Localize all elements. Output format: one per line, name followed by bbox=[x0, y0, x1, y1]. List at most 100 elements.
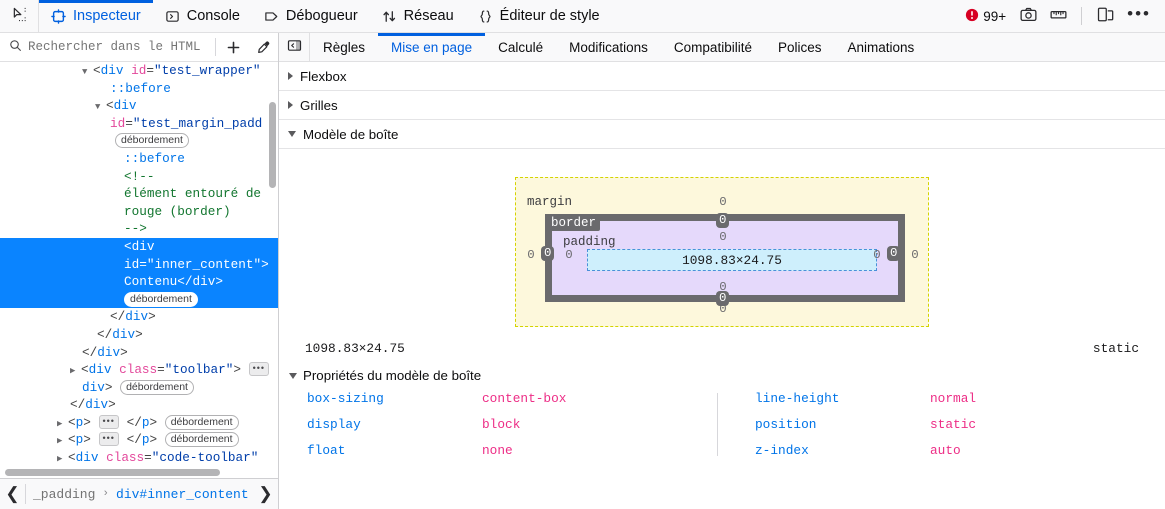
breadcrumb-items: _padding › div#inner_content bbox=[26, 487, 253, 502]
property-name-box-sizing[interactable]: box-sizing bbox=[307, 391, 384, 406]
margin-right-value[interactable]: 0 bbox=[911, 248, 919, 262]
markup-node-toolbar-close-frag[interactable]: div> débordement bbox=[0, 379, 278, 397]
tab-compatibilite[interactable]: Compatibilité bbox=[661, 33, 765, 61]
markup-horizontal-scrollbar[interactable] bbox=[5, 469, 220, 476]
padding-left-value[interactable]: 0 bbox=[565, 248, 573, 262]
property-name-z-index[interactable]: z-index bbox=[755, 443, 809, 458]
breadcrumb-item-padding[interactable]: _padding bbox=[33, 486, 96, 502]
box-model-properties-header[interactable]: Propriétés du modèle de boîte bbox=[279, 356, 1165, 383]
markup-comment-open[interactable]: <!-- bbox=[124, 168, 155, 184]
network-icon bbox=[382, 9, 397, 24]
padding-top-value[interactable]: 0 bbox=[719, 230, 727, 244]
error-count-badge[interactable]: 99+ bbox=[965, 8, 1006, 25]
tab-editeur-de-style[interactable]: Éditeur de style bbox=[466, 0, 612, 32]
accordion-flexbox[interactable]: Flexbox bbox=[279, 62, 1165, 91]
tab-polices[interactable]: Polices bbox=[765, 33, 835, 61]
markup-node-inner-content-text: Contenu</div> bbox=[124, 274, 223, 290]
margin-left-value[interactable]: 0 bbox=[527, 248, 535, 262]
markup-node-before-1[interactable]: ::before bbox=[110, 80, 171, 96]
markup-node-inner-content-open: <div bbox=[124, 238, 155, 254]
search-container[interactable] bbox=[0, 33, 213, 61]
border-bottom-value[interactable]: 0 bbox=[716, 291, 730, 306]
markup-node-test-margin-padding-open[interactable]: ▼<div bbox=[0, 97, 278, 115]
markup-tree[interactable]: ▼<div id="test_wrapper" ::before ▼<div i… bbox=[0, 62, 278, 478]
properties-column-left: box-sizing content-box display block flo… bbox=[279, 391, 717, 458]
tab-modifications[interactable]: Modifications bbox=[556, 33, 661, 61]
ruler-measure-icon bbox=[1050, 6, 1067, 26]
markup-comment-text-1[interactable]: élément entouré de bbox=[124, 186, 262, 202]
tab-debogueur[interactable]: Débogueur bbox=[252, 0, 370, 32]
eyedropper-button[interactable] bbox=[248, 33, 278, 61]
markup-comment-close[interactable]: --> bbox=[124, 221, 147, 237]
responsive-design-mode-button[interactable] bbox=[1091, 3, 1119, 29]
markup-close-div-2[interactable]: </div> bbox=[97, 326, 143, 342]
expand-ellipsis-button[interactable]: ••• bbox=[98, 414, 119, 429]
markup-close-div-1[interactable]: </div> bbox=[110, 309, 156, 325]
tab-animations[interactable]: Animations bbox=[835, 33, 928, 61]
expand-ellipsis-button[interactable]: ••• bbox=[98, 432, 119, 447]
breadcrumb: ❮ _padding › div#inner_content ❯ bbox=[0, 478, 278, 509]
tab-label: Réseau bbox=[403, 8, 454, 24]
collapse-twisty-icon[interactable]: ▶ bbox=[57, 454, 63, 465]
meatball-menu-icon[interactable]: ••• bbox=[1127, 3, 1151, 23]
tab-label: Débogueur bbox=[285, 8, 358, 24]
expand-twisty-icon[interactable]: ▼ bbox=[95, 102, 101, 113]
property-name-display[interactable]: display bbox=[307, 417, 361, 432]
accordion-modele-de-boite[interactable]: Modèle de boîte bbox=[279, 120, 1165, 149]
tab-regles[interactable]: Règles bbox=[310, 33, 378, 61]
box-model-margin-region[interactable]: margin 0 0 0 0 1098.83×24.75 bo bbox=[515, 177, 929, 327]
margin-bottom-value[interactable]: 0 bbox=[719, 302, 727, 316]
tab-reseau[interactable]: Réseau bbox=[370, 0, 466, 32]
tab-console[interactable]: Console bbox=[153, 0, 252, 32]
markup-node-test-margin-padding-attr[interactable]: id="test_margin_padd bbox=[110, 115, 263, 131]
collapse-twisty-icon[interactable]: ▶ bbox=[57, 418, 63, 429]
box-model-padding-region[interactable]: 1098.83×24.75 bbox=[552, 221, 898, 295]
add-new-node-button[interactable] bbox=[218, 33, 248, 61]
expand-ellipsis-button[interactable]: ••• bbox=[248, 362, 270, 377]
toolbar-right-controls: 99+ bbox=[959, 0, 1165, 32]
sidebar-tab-strip: Règles Mise en page Calculé Modification… bbox=[279, 33, 1165, 62]
breadcrumb-back-button[interactable]: ❮ bbox=[5, 484, 20, 503]
collapse-twisty-icon[interactable]: ▶ bbox=[70, 366, 76, 377]
padding-right-value[interactable]: 0 bbox=[873, 248, 881, 262]
box-model-content-region[interactable]: 1098.83×24.75 bbox=[587, 249, 877, 271]
expand-twisty-icon[interactable]: ▼ bbox=[82, 67, 88, 77]
margin-top-value[interactable]: 0 bbox=[719, 195, 727, 209]
markup-close-div-4[interactable]: </div> bbox=[70, 397, 116, 413]
property-name-line-height[interactable]: line-height bbox=[755, 391, 840, 406]
search-input[interactable] bbox=[28, 40, 213, 54]
property-name-float[interactable]: float bbox=[307, 443, 346, 458]
collapse-twisty-icon[interactable]: ▶ bbox=[57, 436, 63, 447]
padding-bottom-value[interactable]: 0 bbox=[719, 280, 727, 294]
markup-node-toolbar[interactable]: ▶<div class="toolbar"> ••• bbox=[0, 361, 278, 379]
border-left-value[interactable]: 0 bbox=[541, 246, 555, 261]
markup-node-before-2[interactable]: ::before bbox=[124, 150, 185, 166]
markup-close-div-3[interactable]: </div> bbox=[82, 344, 128, 360]
property-name-position[interactable]: position bbox=[755, 417, 817, 432]
tab-inspecteur[interactable]: Inspecteur bbox=[39, 0, 153, 32]
toggle-pane-button[interactable] bbox=[279, 33, 310, 61]
element-picker-icon bbox=[12, 7, 27, 25]
border-top-value[interactable]: 0 bbox=[716, 213, 730, 228]
markup-node-p-2[interactable]: ▶<p> ••• </p> débordement bbox=[0, 431, 278, 449]
breadcrumb-forward-button[interactable]: ❯ bbox=[258, 484, 273, 503]
element-picker-button[interactable] bbox=[0, 0, 39, 32]
markup-node-inner-content-selected[interactable]: <div id="inner_content"> Contenu</div> d… bbox=[0, 237, 278, 309]
properties-column-right: line-height normal position static z-ind… bbox=[718, 391, 1165, 458]
border-right-value[interactable]: 0 bbox=[887, 246, 901, 261]
tab-calcule[interactable]: Calculé bbox=[485, 33, 556, 61]
accordion-label: Grilles bbox=[300, 97, 338, 113]
breadcrumb-item-inner-content[interactable]: div#inner_content bbox=[116, 486, 249, 502]
accordion-grilles[interactable]: Grilles bbox=[279, 91, 1165, 120]
markup-node-p-1[interactable]: ▶<p> ••• </p> débordement bbox=[0, 414, 278, 432]
tab-mise-en-page[interactable]: Mise en page bbox=[378, 33, 486, 61]
markup-overflow-badge-1[interactable]: débordement bbox=[0, 132, 278, 150]
property-value-position: static bbox=[930, 417, 977, 432]
screenshot-button[interactable] bbox=[1014, 3, 1042, 29]
measure-tool-button[interactable] bbox=[1044, 3, 1072, 29]
markup-node-code-toolbar[interactable]: ▶<div class="code-toolbar" bbox=[0, 449, 278, 467]
markup-comment-text-2[interactable]: rouge (border) bbox=[124, 203, 231, 219]
markup-node-test-wrapper[interactable]: ▼<div id="test_wrapper" bbox=[0, 62, 278, 80]
markup-horizontal-scrollbar-track[interactable] bbox=[0, 468, 278, 478]
markup-vertical-scrollbar[interactable] bbox=[269, 102, 276, 188]
